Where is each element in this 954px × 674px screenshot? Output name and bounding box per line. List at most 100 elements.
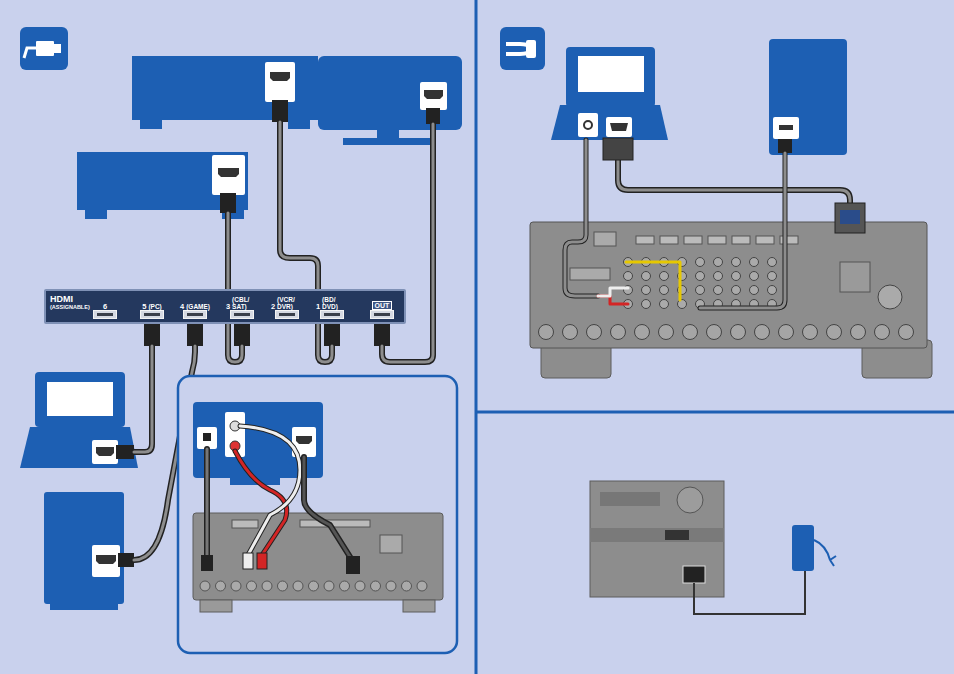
port-number: 1 (316, 303, 320, 311)
speaker-terminal (563, 325, 578, 340)
hdmi-cable (280, 122, 332, 362)
receiver-back (570, 268, 610, 280)
rca-jack (768, 272, 777, 281)
terminal (371, 581, 381, 591)
speaker-terminal (827, 325, 842, 340)
hdmi-port: OUT (362, 292, 402, 322)
terminal (355, 581, 365, 591)
receiver-front (590, 481, 724, 597)
receiver-front (792, 525, 814, 571)
speaker-terminal (635, 325, 650, 340)
label-group: 4(GAME) (173, 292, 217, 310)
cable-icon (526, 40, 536, 58)
speaker-terminal (611, 325, 626, 340)
hdmi-socket (708, 236, 726, 244)
port-label: (CBL/ SAT) (232, 297, 258, 310)
cable-box (77, 152, 248, 219)
divider (475, 0, 478, 674)
laptop (551, 105, 668, 140)
socket-slot (234, 313, 250, 316)
laptop (610, 123, 628, 131)
cable-icon (500, 27, 545, 70)
bd-player (140, 120, 162, 129)
inset (243, 553, 253, 569)
tv (318, 56, 462, 145)
laptop (584, 121, 592, 129)
tv (318, 56, 462, 130)
receiver-front (683, 566, 705, 583)
inset (346, 556, 360, 574)
hdmi-plug (234, 322, 250, 346)
hdmi-cable (228, 213, 242, 362)
hdmi-cable (382, 124, 433, 362)
hdmi-icon (20, 27, 68, 70)
inset (300, 520, 370, 527)
receiver-front (677, 487, 703, 513)
hdmi-socket (684, 236, 702, 244)
port-label: (BD/ DVD) (322, 297, 348, 310)
socket-slot (187, 313, 203, 316)
usb-device (779, 125, 793, 130)
pc-cable (700, 153, 785, 308)
bd-player (288, 120, 310, 129)
hdmi-panel: HDMI(ASSIGNABLE)65(PC)4(GAME)3(CBL/ SAT)… (44, 289, 406, 324)
terminal (309, 581, 319, 591)
panel-title: HDMI (50, 294, 90, 304)
bd-player (265, 62, 295, 102)
label-group: 5(PC) (130, 292, 174, 310)
rca-jack (750, 272, 759, 281)
hdmi-socket (756, 236, 774, 244)
terminal (386, 581, 396, 591)
inset (203, 433, 211, 441)
bd-player (132, 56, 318, 129)
rca-jack (714, 286, 723, 295)
tv (377, 128, 399, 139)
port-label: (GAME) (186, 304, 210, 311)
pc-cable (618, 158, 850, 208)
rca-jack (732, 286, 741, 295)
speaker-terminal (539, 325, 914, 340)
receiver-back (530, 222, 927, 348)
inset (304, 457, 352, 560)
bd-player (272, 100, 288, 122)
receiver-front (590, 481, 836, 614)
hdmi-port: 2(VCR/ DVR) (265, 292, 309, 322)
hdmi-cable (280, 122, 332, 362)
laptop (47, 382, 113, 416)
terminal (231, 581, 241, 591)
terminal (324, 581, 334, 591)
receiver-back (840, 262, 870, 292)
laptop (92, 440, 118, 464)
hdmi-socket (320, 310, 344, 319)
terminal (247, 581, 257, 591)
hdmi-port: 5(PC) (130, 292, 174, 322)
inset (403, 600, 435, 612)
speaker-terminal (587, 325, 602, 340)
laptop (606, 117, 632, 137)
cable-box (218, 168, 239, 177)
pc-cable (618, 158, 850, 208)
socket-slot (97, 313, 113, 316)
divider (476, 0, 954, 674)
receiver-back (878, 285, 902, 309)
divider (476, 411, 954, 414)
laptop (566, 47, 655, 107)
speaker-terminal (779, 325, 794, 340)
hdmi-plug (144, 322, 160, 346)
rca-jack (696, 258, 705, 267)
rca-jack (624, 258, 777, 309)
tv (343, 138, 433, 145)
usb-device (773, 117, 799, 139)
receiver-back (594, 232, 616, 246)
hdmi-plug (324, 322, 340, 346)
rca-jack (660, 286, 669, 295)
hdmi-socket (93, 310, 117, 319)
inset (201, 555, 213, 571)
inset (257, 553, 267, 569)
receiver-front (694, 570, 805, 614)
rca-jack (642, 272, 651, 281)
hdmi-socket (636, 236, 798, 244)
inset (197, 427, 217, 449)
vga-plug (603, 138, 633, 160)
